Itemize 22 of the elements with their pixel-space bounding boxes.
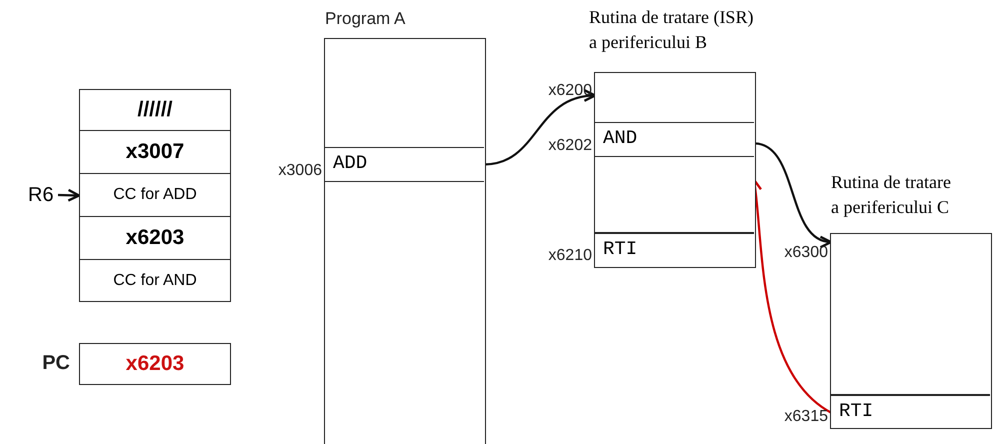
stack-cell: CC for ADD <box>79 174 231 217</box>
address-label: x6300 <box>784 244 828 262</box>
stack-cell: CC for AND <box>79 260 231 302</box>
address-label: x6202 <box>548 137 592 155</box>
address-label: x3006 <box>278 162 322 180</box>
register-label: PC <box>42 352 70 375</box>
stack-cell: x3007 <box>79 131 231 174</box>
instruction-text: RTI <box>838 402 874 421</box>
block-heading: Rutina de tratare (ISR) a perifericului B <box>589 6 754 54</box>
arrow <box>58 188 80 202</box>
stack-cell: ////// <box>79 89 231 131</box>
instruction-text: RTI <box>602 240 638 259</box>
stack-cell: x6203 <box>79 217 231 260</box>
address-label: x6210 <box>548 247 592 265</box>
block-heading: Program A <box>325 9 406 29</box>
address-label: x6200 <box>548 82 592 100</box>
address-label: x6315 <box>784 408 828 426</box>
block-heading: Rutina de tratare a perifericului C <box>831 171 952 219</box>
register-label: R6 <box>28 184 58 206</box>
instruction-text: AND <box>602 129 638 148</box>
register-value: x6203 <box>126 352 184 376</box>
instruction-text: ADD <box>332 154 368 173</box>
